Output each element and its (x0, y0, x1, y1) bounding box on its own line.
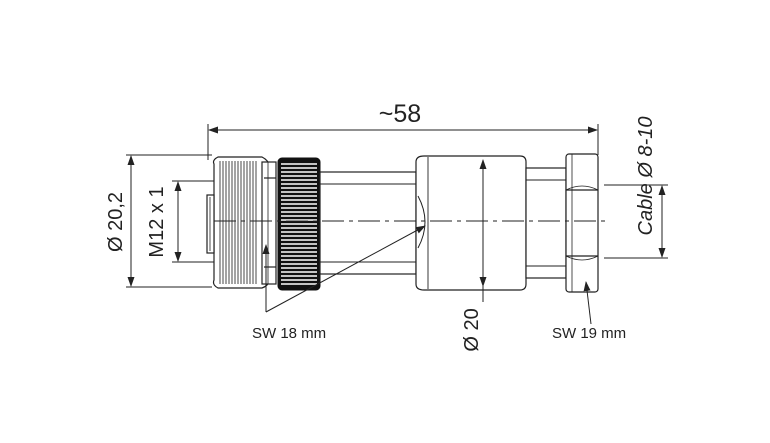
pressure-nut (565, 153, 599, 293)
wrench-size-2-label: SW 19 mm (552, 325, 626, 342)
coupling-nut-knurl (219, 161, 257, 284)
knurled-grip-lines (281, 163, 317, 285)
body-diameter-label: Ø 20 (461, 308, 483, 351)
thread-dimension (172, 180, 214, 263)
connector-tube (319, 171, 417, 275)
overall-length-dimension (207, 124, 599, 160)
outer-diameter-dimension (126, 154, 212, 288)
cable-section (525, 167, 567, 279)
outer-diameter-label: Ø 20,2 (105, 192, 127, 252)
cable-diameter-label: Cable Ø 8-10 (635, 117, 657, 236)
thread-label: M12 x 1 (146, 186, 168, 257)
overall-length-label: ~58 (379, 100, 421, 128)
cable-diameter-dimension (604, 184, 668, 259)
wrench-size-1-label: SW 18 mm (252, 325, 326, 342)
main-housing (415, 155, 527, 291)
wrench-size-leaders (262, 225, 592, 325)
